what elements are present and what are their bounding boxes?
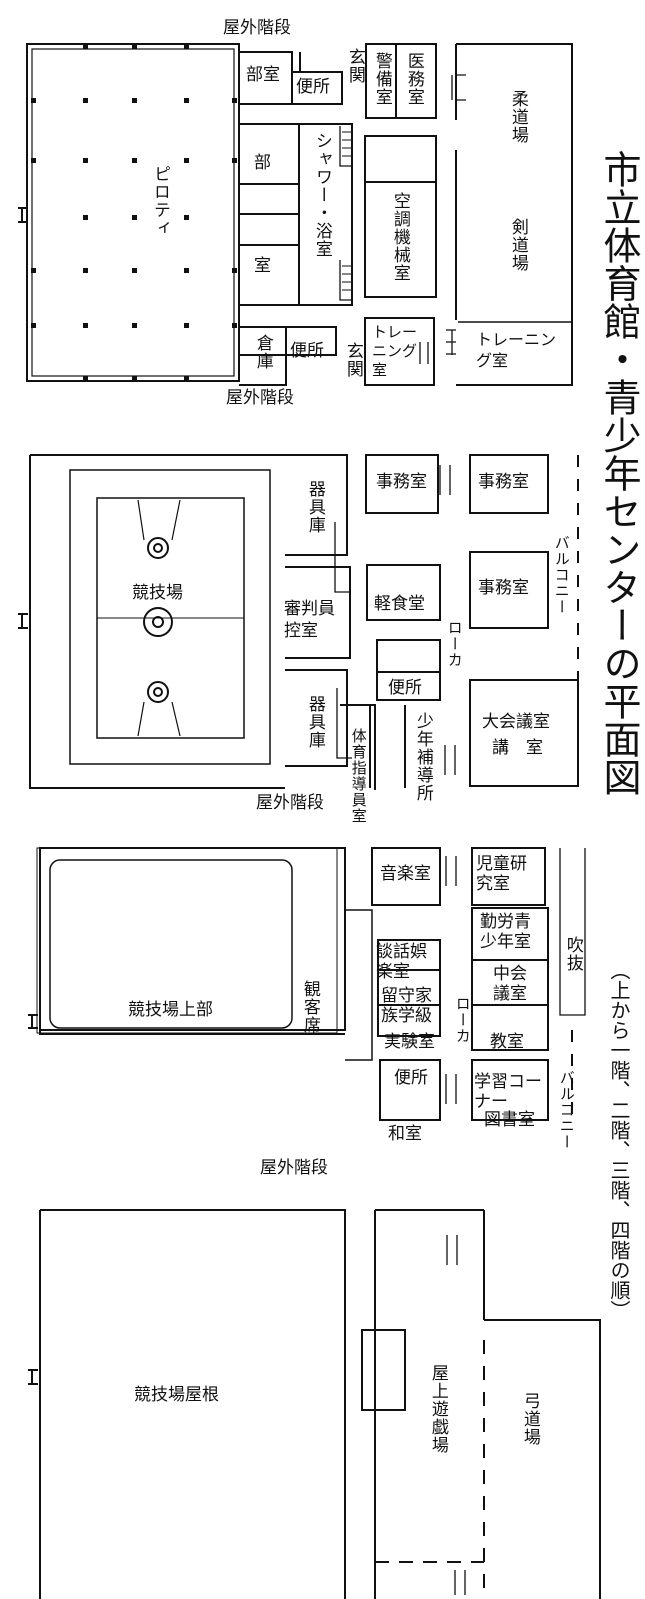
f4-arena-roof: 競技場屋根 (134, 1385, 219, 1405)
f3-medium-meeting: 中会議室 (493, 964, 527, 1005)
f2-arena: 競技場 (132, 583, 183, 603)
f1-outdoor-stairs-top: 屋外階段 (223, 18, 291, 38)
f1-toilet-bottom: 便所 (290, 341, 324, 361)
f1-shower-bath: シャワー・浴室 (311, 132, 332, 258)
f1-guard-room: 警備室 (371, 52, 392, 106)
f3-spectator-seats: 観客席 (299, 980, 320, 1034)
floor-4-walls (28, 1209, 601, 1599)
f3-child-research: 児童研究室 (476, 854, 527, 895)
f1-club-room-mid-1: 部 (254, 153, 271, 173)
f3-lab: 実験室 (384, 1032, 435, 1052)
f2-outdoor-stairs: 屋外階段 (256, 793, 324, 813)
page-subtitle: （上から一階、二階、三階、四階の順） (607, 960, 631, 1320)
f2-balcony: バルコニー (552, 535, 571, 615)
f3-japanese-room: 和室 (388, 1124, 422, 1144)
f3-latchkey-class: 留守家族学級 (381, 986, 432, 1027)
f2-lecture-room: 講 室 (492, 738, 543, 758)
f2-pe-instructor-room: 体育指導員室 (349, 728, 368, 824)
f2-referee-room: 審判員控室 (284, 599, 335, 642)
f1-club-room-mid-2: 室 (254, 256, 271, 276)
f3-atrium: 吹抜 (562, 936, 583, 972)
f1-kendo-hall: 剣道場 (507, 218, 528, 272)
f2-office-2: 事務室 (478, 472, 529, 492)
f1-judo-hall: 柔道場 (507, 90, 528, 144)
f3-library: 図書室 (484, 1110, 535, 1130)
f1-entrance-bottom: 玄関 (342, 342, 363, 378)
f3-lounge: 談話娯楽室 (376, 942, 427, 983)
f3-music-room: 音楽室 (380, 864, 431, 884)
floor-3-walls (28, 847, 586, 1121)
f1-piloti: ピロティ (149, 165, 170, 237)
f2-youth-guidance: 少年補導所 (412, 712, 433, 802)
f1-training-room-large: トレーニング室 (476, 330, 557, 370)
f2-snack-bar: 軽食堂 (374, 594, 425, 614)
f1-toilet-top: 便所 (296, 77, 330, 97)
f2-equipment-bottom: 器具庫 (304, 695, 325, 749)
f2-office-1: 事務室 (376, 472, 427, 492)
f4-archery-range: 弓道場 (519, 1392, 540, 1446)
f3-arena-upper: 競技場上部 (128, 1000, 213, 1020)
f3-working-youth: 勤労青少年室 (480, 912, 531, 953)
f3-corridor: ローカ (453, 996, 472, 1044)
f1-storage: 倉庫 (252, 334, 273, 370)
f3-study-corner: 学習コーナー (474, 1072, 542, 1113)
f3-toilet: 便所 (394, 1068, 428, 1088)
f1-training-room-small: トレーニング室 (372, 323, 418, 379)
f2-corridor: ローカ (445, 620, 464, 668)
f1-outdoor-stairs-bottom: 屋外階段 (226, 388, 294, 408)
f1-club-room-top: 部室 (246, 65, 280, 85)
f2-office-3: 事務室 (478, 578, 529, 598)
floor-2-walls (18, 454, 579, 790)
f2-conference-room: 大会議室 (482, 712, 550, 732)
f2-toilet: 便所 (388, 678, 422, 698)
f3-balcony: バルコニー (557, 1070, 576, 1150)
f1-entrance-top: 玄関 (344, 48, 365, 84)
f4-rooftop-playground: 屋上遊戯場 (427, 1364, 448, 1454)
f1-medical-room: 医務室 (403, 52, 424, 106)
floor-1-walls (18, 43, 573, 386)
page-title: 市立体育館・青少年センターの平面図 (596, 150, 641, 796)
f3-outdoor-stairs: 屋外階段 (260, 1158, 328, 1178)
f1-aircon-room: 空調機械室 (389, 192, 410, 282)
f2-equipment-top: 器具庫 (304, 480, 325, 534)
f3-classroom: 教室 (490, 1032, 524, 1052)
